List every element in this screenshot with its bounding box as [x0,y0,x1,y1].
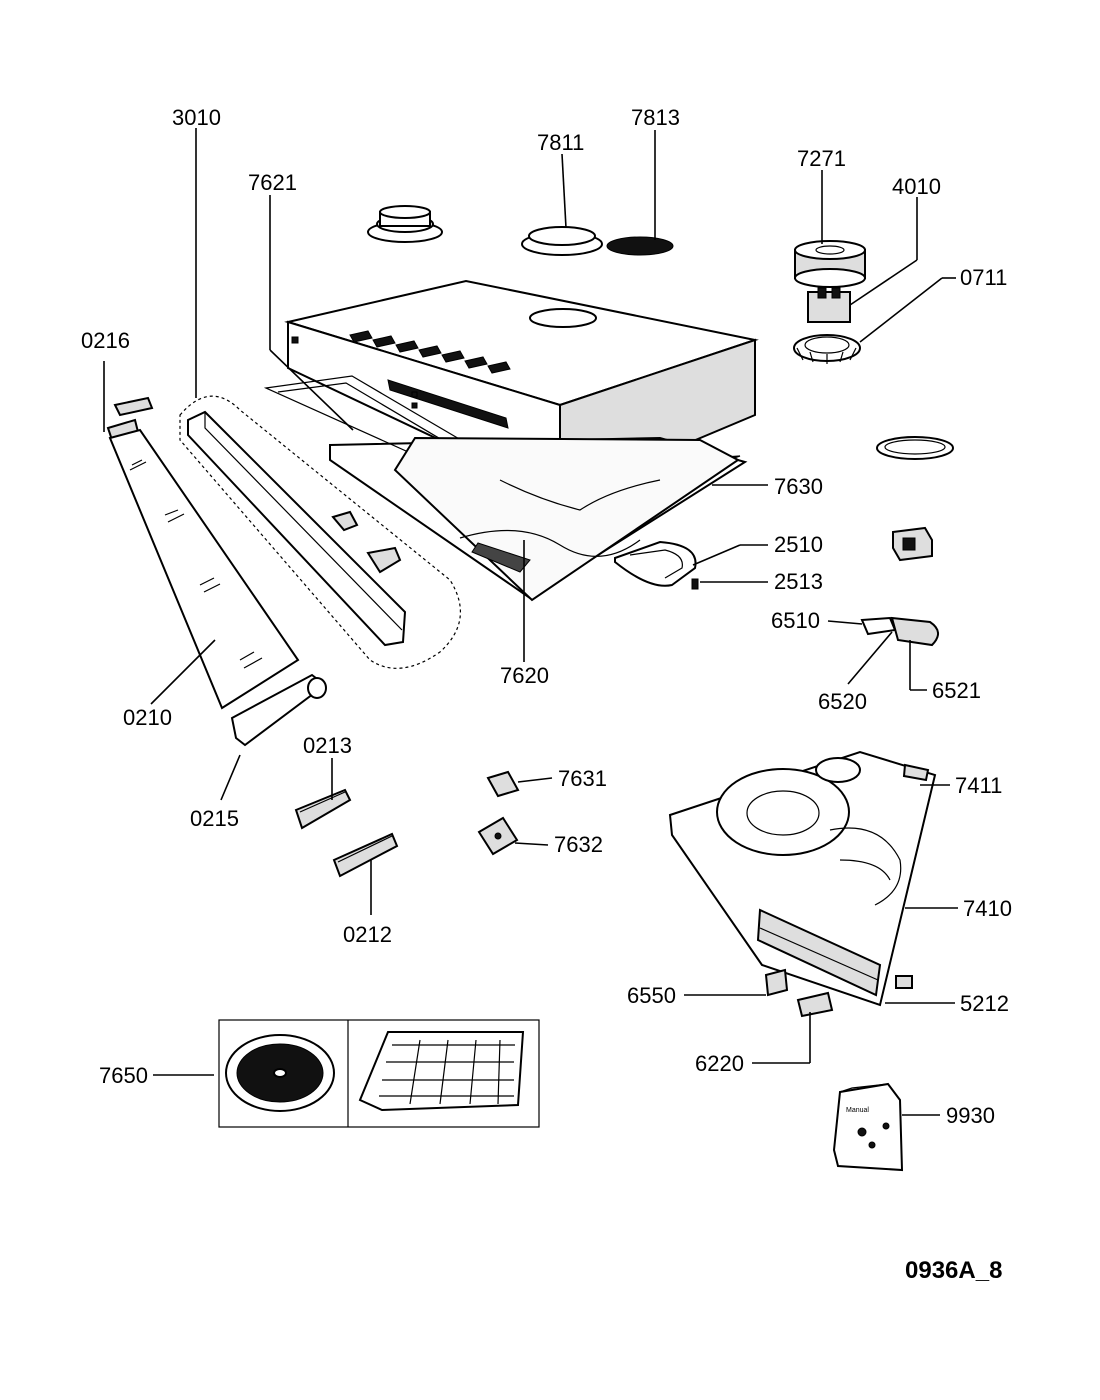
callout-label: 7630 [774,474,823,499]
bag-label: Manual [846,1107,869,1114]
diagram-code: 0936A_8 [905,1257,1002,1284]
callout-label: 7631 [558,766,607,791]
front-trim-assembly-3010 [179,395,461,669]
duct-collar-part [367,205,443,243]
switch-part-6220 [796,991,834,1018]
callout-label: 6220 [695,1051,744,1076]
callout-label: 6521 [932,678,981,703]
callout-label: 7632 [554,832,603,857]
callout-label: 6550 [627,983,676,1008]
callout-label: 7813 [631,105,680,130]
lamp-parts-6510-6520-6521 [860,616,939,647]
hardware-bag-part-9930: Manual [832,1082,904,1172]
callout-label: 7411 [955,773,1002,798]
glass-panel-part-0210 [108,428,300,710]
connector-part-5212 [895,975,913,989]
callout-label: 0711 [960,265,1007,290]
filter-set-box-7650 [218,1019,540,1128]
screw-part-2513 [691,578,699,590]
callout-label: 7811 [537,130,584,155]
callout-label: 5212 [960,991,1009,1016]
callout-label: 7621 [248,170,297,195]
callout-label: 7271 [797,146,846,171]
blower-frame-part-7410 [668,750,937,1007]
motor-housing-part-7271 [794,240,866,288]
hinge-clip-part-0216 [106,396,154,442]
motor-part-4010 [807,287,851,323]
slider-part-0213 [294,788,352,830]
oval-gasket-part [876,436,954,460]
callout-label: 2513 [774,569,823,594]
callout-label: 0213 [303,733,352,758]
callout-label: 7620 [500,663,549,688]
callout-label: 0210 [123,705,172,730]
clip-part-7631 [486,770,520,798]
callout-label: 7650 [99,1063,148,1088]
callout-label: 2510 [774,532,823,557]
switch-part-6550 [764,968,789,997]
light-lens-part-2510 [614,540,697,587]
fan-wheel-part-0711 [793,334,861,364]
callout-label: 0215 [190,806,239,831]
callout-label: 9930 [946,1103,995,1128]
callout-label: 4010 [892,174,941,199]
filter-panel-part-7630 [329,436,748,602]
glass-holder-part-0215 [230,673,327,747]
callout-label: 0216 [81,328,130,353]
bracket-part-7632 [477,816,519,856]
callout-label: 0212 [343,922,392,947]
callout-label: 6520 [818,689,867,714]
callout-label: 7410 [963,896,1012,921]
callout-label: 6510 [771,608,820,633]
callout-labels: 3010 7811 7813 7271 4010 7621 0711 0216 … [81,105,1012,1128]
callout-label: 3010 [172,105,221,130]
cover-cap-part-7811 [521,226,603,256]
leader-lines [103,128,958,1116]
mesh-disc-part-7813 [606,236,674,256]
slider-part-0212 [332,832,399,878]
switch-block-part [892,526,933,562]
